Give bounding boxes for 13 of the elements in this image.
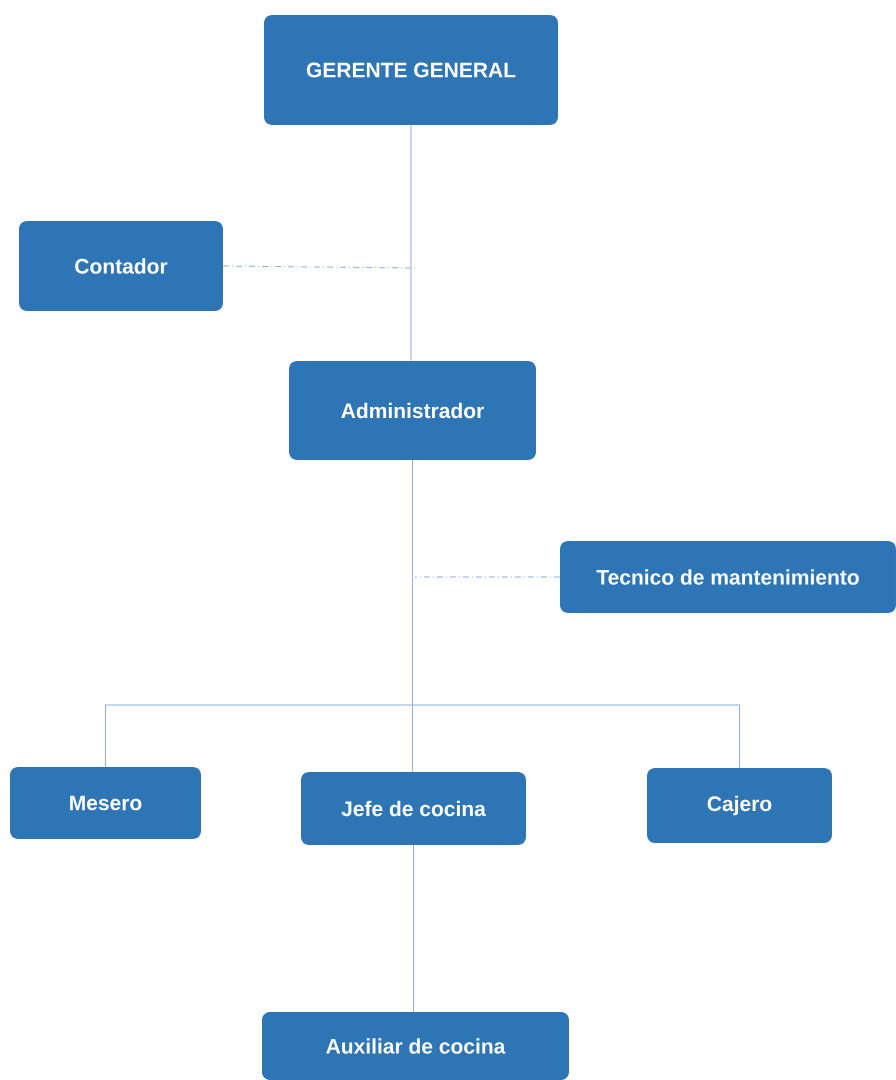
- connector-line: [410, 124, 412, 362]
- connector-line: [413, 844, 414, 1013]
- org-box: Administrador: [289, 361, 536, 460]
- org-box: Jefe de cocina: [301, 772, 526, 845]
- org-box: Contador: [19, 221, 223, 311]
- connector-line: [412, 459, 740, 769]
- org-box: Auxiliar de cocina: [262, 1012, 569, 1080]
- connector-line: [414, 576, 561, 578]
- org-box: Mesero: [10, 767, 201, 839]
- org-box: Cajero: [647, 768, 832, 843]
- org-box: Tecnico de mantenimiento: [560, 541, 896, 613]
- connector-line: [222, 265, 416, 269]
- org-box: GERENTE GENERAL: [264, 15, 558, 125]
